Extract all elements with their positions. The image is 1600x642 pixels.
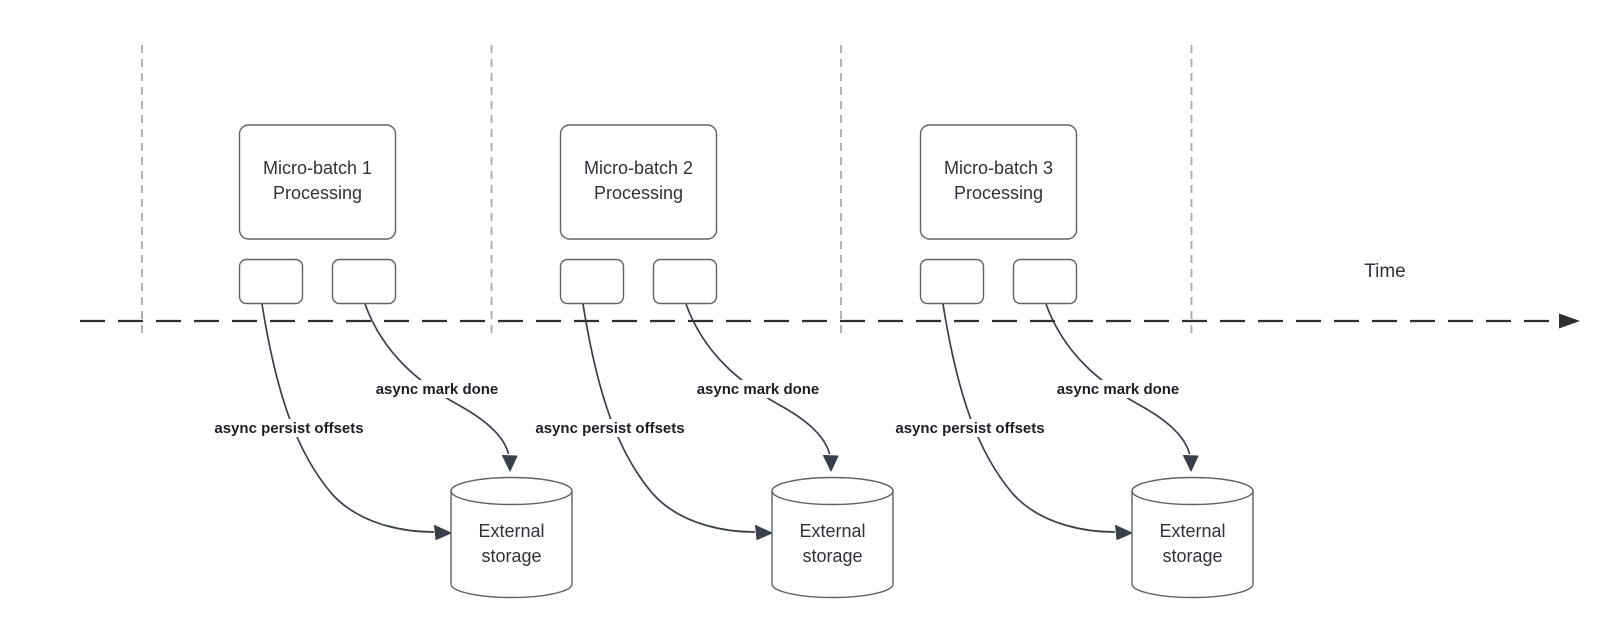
cylinder-top-rim — [1131, 490, 1254, 506]
persist-offsets-connector — [261, 303, 435, 533]
storage-label-line1: External — [1159, 521, 1225, 541]
persist-offsets-label: async persist offsets — [895, 420, 1044, 437]
persist-arrowhead-icon — [1115, 525, 1133, 540]
micro-batch-box-title: Micro-batch 1 — [263, 158, 372, 178]
mark-done-connector — [364, 303, 510, 455]
storage-label-line2: storage — [802, 546, 862, 566]
storage-label-line1: External — [478, 521, 544, 541]
micro-batch-box — [919, 124, 1078, 240]
external-storage-cylinder: External storage — [1131, 476, 1254, 599]
mark-done-label-background — [687, 380, 829, 398]
micro-batch-group-2: Micro-batch 2 Processing async persist o… — [524, 124, 894, 599]
micro-batch-box — [238, 124, 397, 240]
offset-box-left — [238, 258, 304, 305]
persist-label-background — [203, 419, 375, 437]
time-axis-label: Time — [1364, 261, 1406, 282]
micro-batch-box-subtitle: Processing — [954, 183, 1043, 203]
persist-arrowhead-icon — [755, 525, 773, 540]
mark-done-label: async mark done — [376, 381, 499, 398]
time-axis-arrowhead-icon — [1559, 313, 1580, 329]
micro-batch-box — [559, 124, 718, 240]
mark-done-connector — [1045, 303, 1191, 455]
storage-label-line1: External — [799, 521, 865, 541]
cylinder-body — [1131, 476, 1254, 599]
mark-done-arrowhead-icon — [1183, 455, 1199, 472]
external-storage-cylinder: External storage — [450, 476, 573, 599]
cylinder-body — [771, 476, 894, 599]
offset-box-left — [919, 258, 985, 305]
offset-box-right — [331, 258, 397, 305]
micro-batch-box-title: Micro-batch 3 — [944, 158, 1053, 178]
persist-label-background — [884, 419, 1056, 437]
storage-label-line2: storage — [1162, 546, 1222, 566]
mark-done-label: async mark done — [1057, 381, 1180, 398]
offset-box-right — [652, 258, 718, 305]
micro-batch-box-title: Micro-batch 2 — [584, 158, 693, 178]
mark-done-connector — [685, 303, 831, 455]
storage-label-line2: storage — [481, 546, 541, 566]
mark-done-label: async mark done — [697, 381, 820, 398]
mark-done-arrowhead-icon — [502, 455, 518, 472]
persist-offsets-label: async persist offsets — [535, 420, 684, 437]
micro-batch-box-subtitle: Processing — [594, 183, 683, 203]
mark-done-arrowhead-icon — [823, 455, 839, 472]
persist-offsets-connector — [582, 303, 756, 533]
offset-box-right — [1012, 258, 1078, 305]
cylinder-top-rim — [450, 490, 573, 506]
persist-label-background — [524, 419, 696, 437]
micro-batch-group-1: Micro-batch 1 Processing async persist o… — [203, 124, 573, 599]
external-storage-cylinder: External storage — [771, 476, 894, 599]
mark-done-label-background — [1047, 380, 1189, 398]
cylinder-body — [450, 476, 573, 599]
persist-offsets-connector — [942, 303, 1116, 533]
cylinder-top-rim — [771, 490, 894, 506]
micro-batch-box-subtitle: Processing — [273, 183, 362, 203]
offset-box-left — [559, 258, 625, 305]
persist-arrowhead-icon — [434, 525, 452, 540]
micro-batch-group-3: Micro-batch 3 Processing async persist o… — [884, 124, 1254, 599]
mark-done-label-background — [366, 380, 508, 398]
persist-offsets-label: async persist offsets — [214, 420, 363, 437]
